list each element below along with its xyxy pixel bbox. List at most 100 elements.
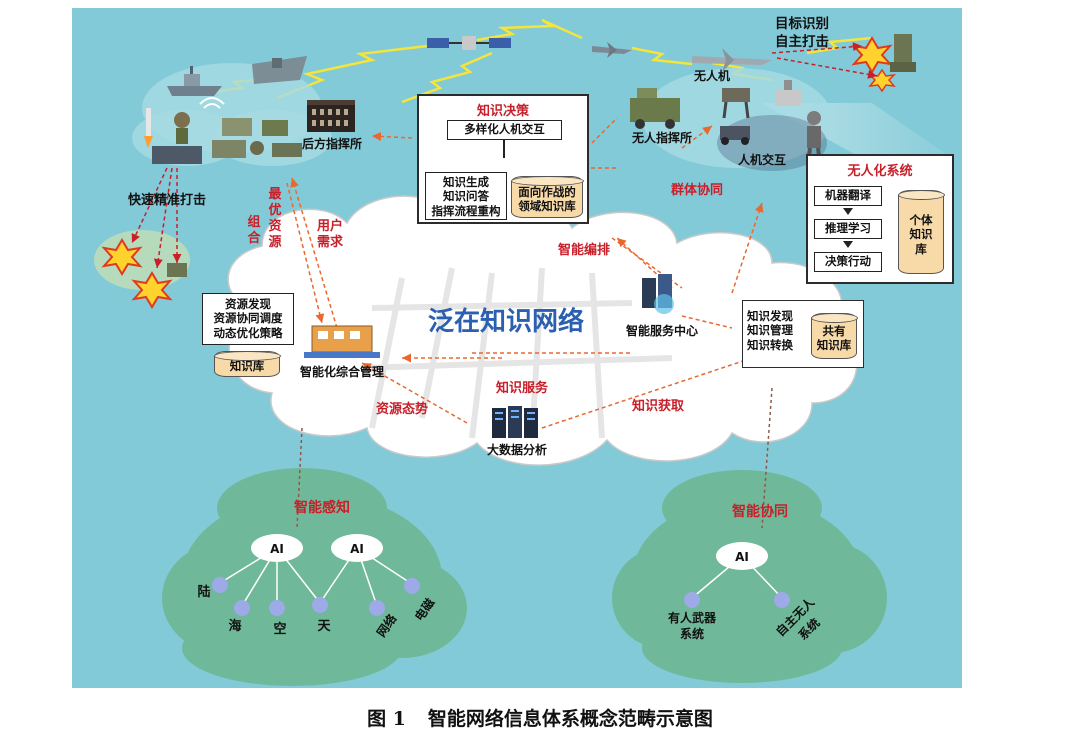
perception-title: 智能感知	[293, 499, 350, 516]
user-demand-label-2: 需求	[317, 234, 344, 250]
domain-kb-line1: 面向作战的	[518, 185, 576, 199]
shared-line3: 知识转换	[747, 337, 793, 352]
uav-label: 无人机	[693, 68, 730, 83]
individual-kb-line1: 个体	[909, 213, 933, 227]
combine-label-2: 合	[247, 230, 261, 246]
perception-cloud	[162, 468, 467, 686]
optimal-label-4: 源	[268, 234, 281, 250]
knowledge-acquisition-label: 知识获取	[632, 398, 685, 414]
strike-explosion-icon	[94, 230, 190, 309]
unmanned-system-box: 无人化系统 机器翻译 推理学习 决策行动 个体 知识 库	[806, 154, 954, 284]
step-translation: 机器翻译	[814, 186, 882, 206]
diagram-canvas: 目标识别 自主打击 无人机 无人指挥所 人机交互 后方指挥所 快速精准打击 泛在…	[72, 8, 962, 688]
domain-dots	[212, 577, 790, 616]
step-arrow-2	[843, 241, 853, 248]
uav-command-label: 无人指挥所	[631, 130, 692, 145]
resource-situation-label: 资源态势	[376, 401, 428, 417]
domain-land: 陆	[197, 584, 210, 600]
uplink-lines	[296, 387, 773, 529]
knowledge-ops-line3: 指挥流程重构	[431, 203, 501, 218]
knowledge-ops-line2: 知识问答	[443, 189, 489, 204]
rapid-strike-label: 快速精准打击	[128, 192, 206, 208]
manned-system-line1: 有人武器	[668, 610, 717, 625]
target-explosion-icon	[851, 34, 916, 93]
rear-command-label: 后方指挥所	[302, 136, 362, 151]
shared-kb-line1: 共有	[822, 324, 846, 338]
ai-node-left	[251, 534, 303, 562]
target-label-line2: 自主打击	[775, 33, 829, 50]
resource-kb-label: 知识库	[229, 359, 265, 373]
resource-line1: 资源发现	[225, 297, 271, 311]
ai-coordination-label: AI	[735, 550, 749, 564]
shared-line2: 知识管理	[747, 323, 793, 338]
knowledge-decision-title: 知识决策	[476, 104, 529, 119]
manned-system-line2: 系统	[680, 626, 704, 641]
shared-kb-line2: 知识库	[816, 338, 852, 353]
aircraft-icon	[592, 42, 632, 58]
optimal-label-3: 资	[268, 218, 281, 234]
shared-ops-box: 知识发现 知识管理 知识转换	[747, 307, 807, 359]
ai-node-right	[331, 534, 383, 562]
missile-launch-icon	[144, 108, 153, 148]
bigdata-server-icon	[492, 406, 538, 438]
bigdata-label: 大数据分析	[487, 442, 547, 457]
figure-caption: 图 1 智能网络信息体系概念范畴示意图	[0, 704, 1080, 731]
knowledge-decision-box: 知识决策 多样化人机交互 知识生成 知识问答 指挥流程重构 面向作战的 领域知识…	[417, 94, 589, 224]
ai-node-coordination	[716, 542, 768, 570]
resource-box: 资源发现 资源协同调度 动态优化策略	[202, 293, 294, 345]
carrier-icon	[252, 56, 307, 84]
soldier-vehicles-icon	[152, 112, 302, 164]
orchestration-label: 智能编排	[558, 242, 610, 258]
unmanned-system-title: 无人化系统	[847, 164, 913, 179]
strike-lines	[131, 42, 878, 269]
ai-right-label: AI	[350, 542, 364, 556]
user-demand-label-1: 用户	[316, 218, 343, 234]
figure-title: 智能网络信息体系概念范畴示意图	[427, 708, 713, 730]
uav-command-vehicle-icon	[630, 88, 680, 129]
coordination-cloud	[612, 470, 887, 683]
resource-kb-cylinder: 知识库	[213, 350, 281, 377]
center-title: 泛在知识网络	[428, 306, 584, 337]
interaction-connector	[503, 140, 505, 158]
coordination-title: 智能协同	[731, 503, 788, 520]
step-arrow-1	[843, 208, 853, 215]
domain-sea: 海	[228, 618, 241, 634]
warship-icon	[167, 66, 222, 96]
individual-kb-cylinder: 个体 知识 库	[897, 189, 945, 274]
shared-line1: 知识发现	[747, 309, 793, 323]
optimal-label-1: 最	[268, 187, 282, 202]
service-center-label: 智能服务中心	[625, 323, 698, 338]
individual-kb-line3: 库	[915, 241, 927, 256]
combine-label-1: 组	[247, 214, 260, 230]
diagram-svg: 目标识别 自主打击 无人机 无人指挥所 人机交互 后方指挥所 快速精准打击 泛在…	[94, 15, 952, 686]
flow-lines	[286, 117, 764, 429]
target-label-line1: 目标识别	[775, 15, 829, 32]
domain-space: 天	[317, 619, 331, 634]
satellite-icon	[427, 36, 511, 50]
swarm-label: 群体协同	[671, 182, 723, 198]
figure-number: 图 1	[367, 708, 406, 730]
optimal-label-2: 优	[268, 202, 281, 218]
shared-knowledge-box: 知识发现 知识管理 知识转换 共有 知识库	[742, 300, 864, 368]
knowledge-ops-line1: 知识生成	[443, 175, 489, 189]
ground-robot-icon	[720, 126, 750, 145]
ai-left-label: AI	[270, 542, 284, 556]
rear-command-building-icon	[307, 100, 355, 132]
robot-arm-icon	[775, 80, 801, 106]
knowledge-ops-box: 知识生成 知识问答 指挥流程重构	[425, 172, 507, 220]
human-machine-interaction-box: 多样化人机交互	[447, 120, 562, 140]
cloud-watermark	[361, 267, 673, 439]
uav-icon	[692, 48, 772, 72]
domain-air: 空	[273, 621, 286, 637]
step-decision: 决策行动	[814, 252, 882, 272]
resource-line3: 动态优化策略	[213, 325, 283, 340]
domain-kb-cylinder: 面向作战的 领域知识库	[510, 175, 584, 218]
individual-kb-line2: 知识	[909, 227, 933, 242]
smart-mgmt-server-icon	[304, 325, 380, 358]
knowledge-service-label: 知识服务	[496, 380, 549, 396]
human-machine-label: 人机交互	[738, 152, 786, 167]
domain-kb-line2: 领域知识库	[518, 199, 576, 214]
shared-kb-cylinder: 共有 知识库	[810, 312, 858, 359]
radio-wave-icon	[199, 97, 225, 109]
resource-line2: 资源协同调度	[213, 311, 283, 326]
